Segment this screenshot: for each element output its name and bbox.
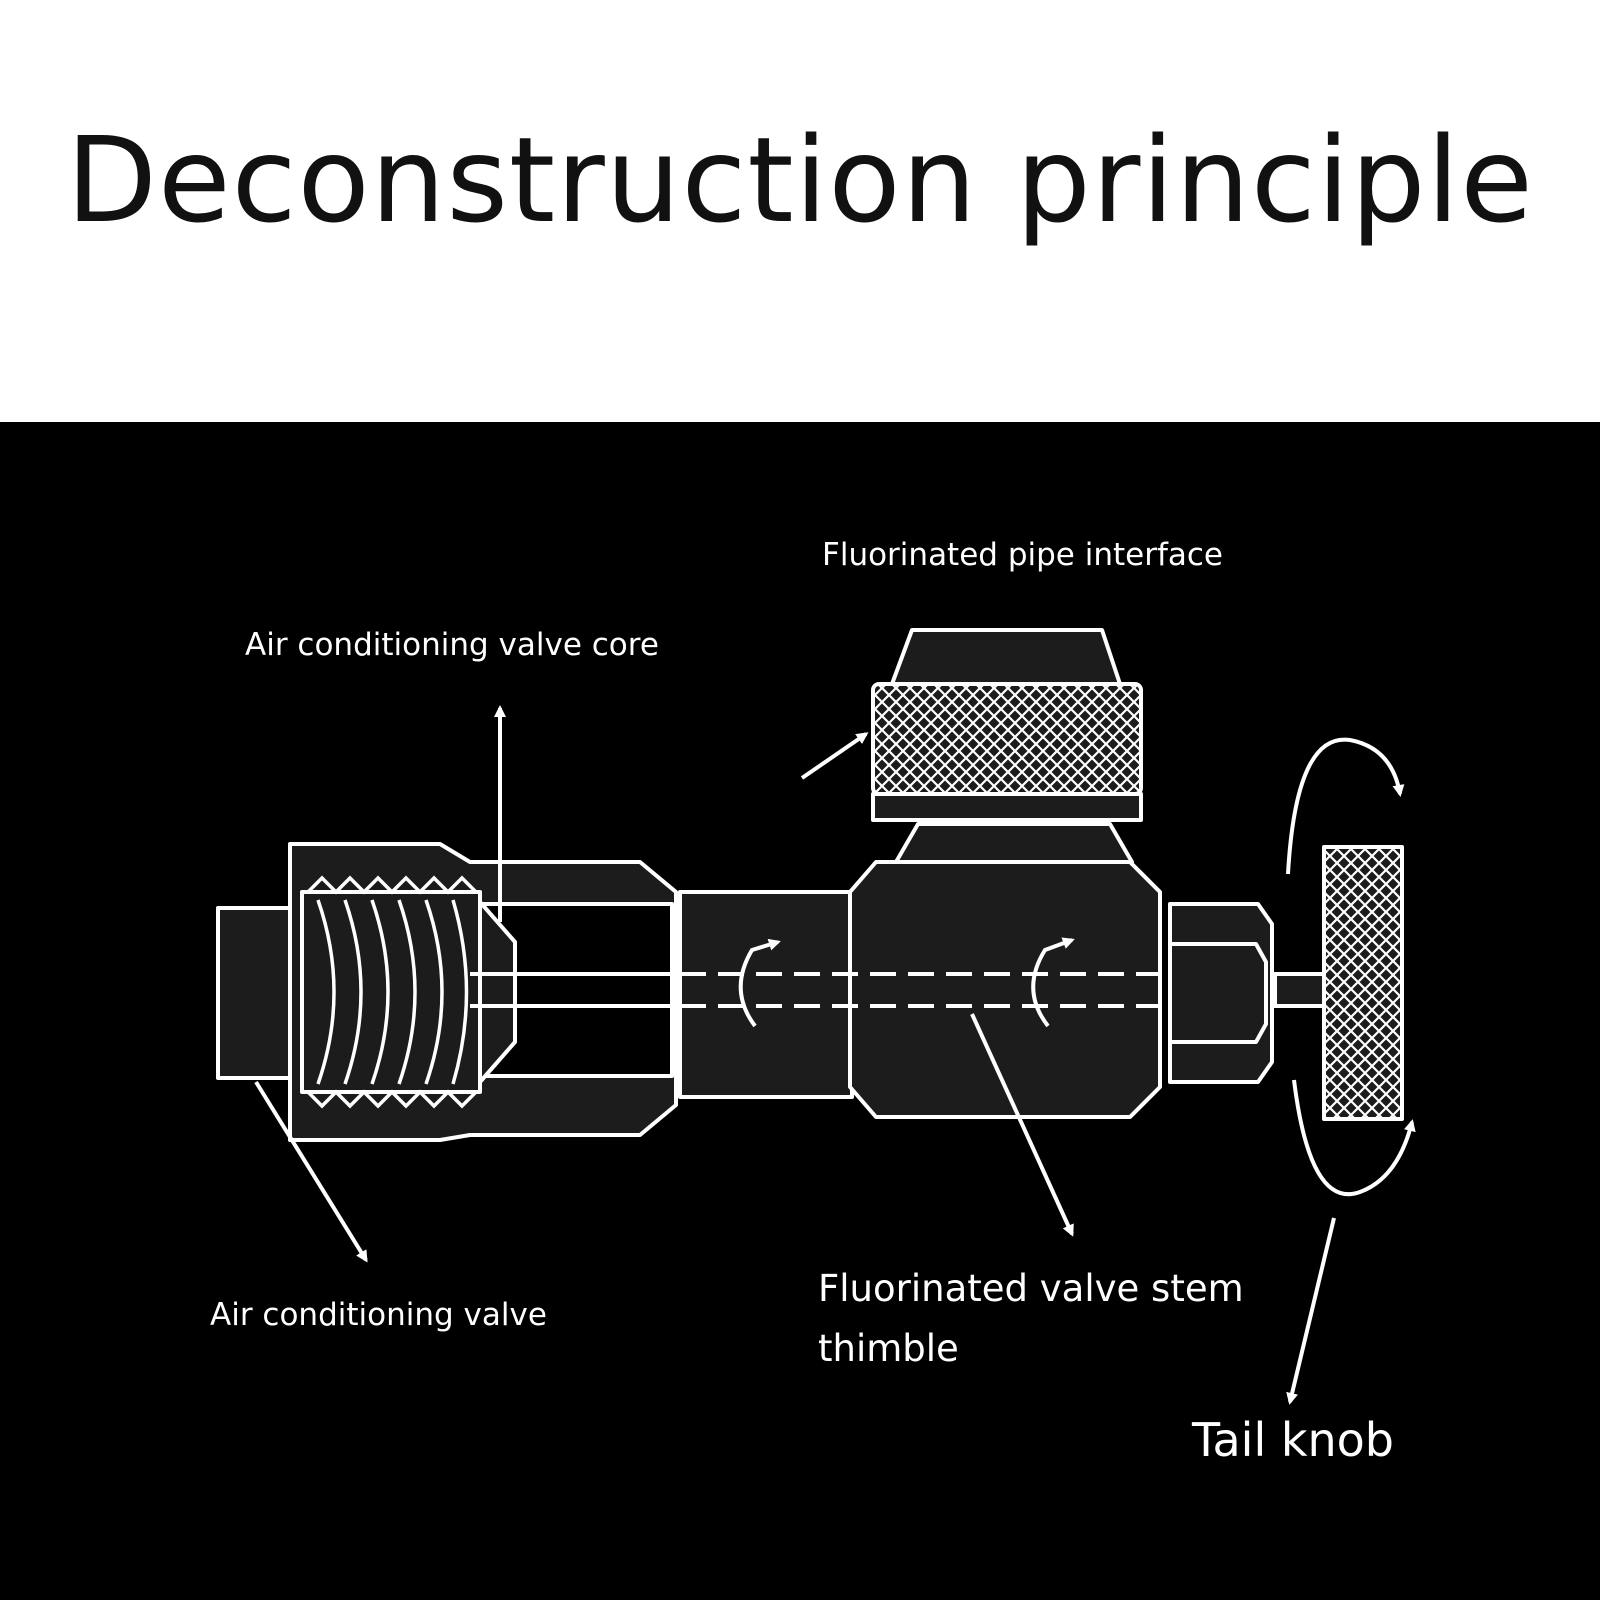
valve-diagram — [216, 628, 1416, 1405]
page-title: Deconstruction principle — [66, 111, 1534, 249]
leader-stem-thimble — [970, 1013, 1074, 1237]
pipe-interface-cap — [890, 628, 1122, 686]
hex-nut — [1168, 902, 1274, 1084]
rotation-arrow-lower — [1292, 1079, 1416, 1197]
neck — [894, 822, 1134, 864]
rotation-arrow-tube — [738, 938, 781, 1028]
diagram-panel: Fluorinated pipe interface Air condition… — [0, 422, 1600, 1600]
leader-tail-knob — [1286, 1217, 1336, 1405]
label-valve-core: Air conditioning valve core — [245, 627, 659, 663]
middle-tube — [678, 890, 854, 1099]
rotation-arrow-upper — [1286, 737, 1405, 875]
label-stem-thimble-line2: thimble — [818, 1327, 959, 1370]
tail-knob-body — [1322, 845, 1404, 1121]
main-body — [848, 860, 1162, 1119]
thread-section — [300, 890, 482, 1094]
valve-core — [478, 900, 517, 1084]
label-tail-knob: Tail knob — [1192, 1413, 1394, 1467]
rotation-arrow-body — [1031, 937, 1075, 1028]
valve-pipe — [216, 906, 300, 1080]
leader-pipe-interface — [800, 732, 869, 780]
title-area: Deconstruction principle — [0, 0, 1600, 422]
leader-valve — [254, 1080, 368, 1263]
label-valve: Air conditioning valve — [210, 1297, 547, 1333]
knurled-nut — [871, 682, 1143, 796]
label-stem-thimble-line1: Fluorinated valve stem — [818, 1267, 1244, 1310]
shaft — [1273, 972, 1327, 1008]
label-pipe-interface: Fluorinated pipe interface — [822, 537, 1223, 573]
